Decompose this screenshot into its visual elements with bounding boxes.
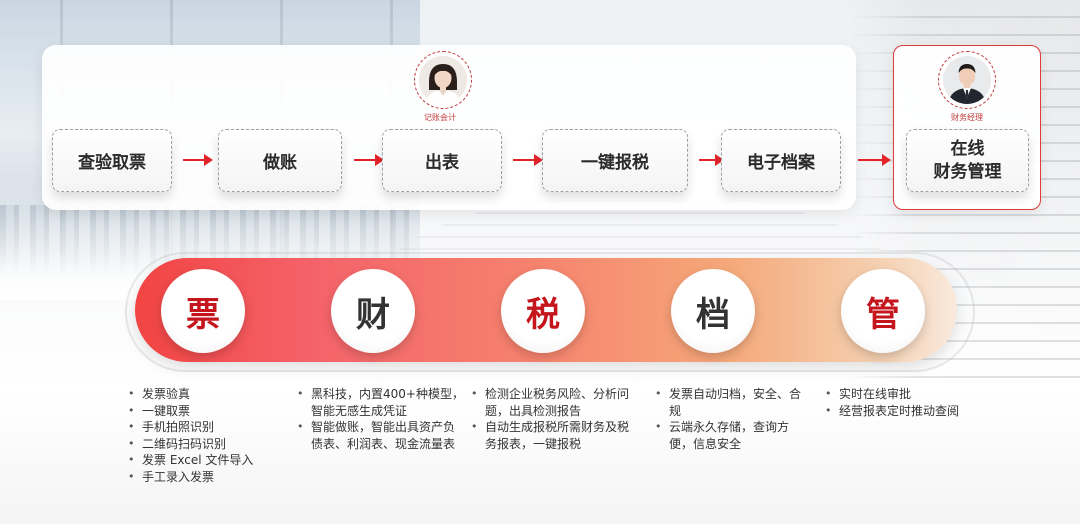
archive-feature-list: 发票自动归档，安全、合规 云端永久存储，查询方便，信息安全 bbox=[655, 386, 807, 452]
list-item: 发票 Excel 文件导入 bbox=[128, 452, 286, 469]
arrow-5 bbox=[858, 154, 891, 166]
tax-feature-list: 检测企业税务风险、分析问题，出具检测报告 自动生成报税所需财务及税务报表，一键报… bbox=[471, 386, 631, 452]
pillar-circle-tax: 税 bbox=[501, 269, 585, 353]
final-step-line2: 财务管理 bbox=[933, 161, 1002, 181]
invoice-feature-list: 发票验真 一键取票 手机拍照识别 二维码扫码识别 发票 Excel 文件导入 手… bbox=[128, 386, 286, 485]
list-item: 手机拍照识别 bbox=[128, 419, 286, 436]
step-one-click-tax[interactable]: 一键报税 bbox=[542, 129, 688, 192]
manager-avatar bbox=[938, 51, 996, 109]
manager-role-label: 财务经理 bbox=[951, 113, 983, 122]
list-item: 手工录入发票 bbox=[128, 469, 286, 486]
step-e-archive[interactable]: 电子档案 bbox=[721, 129, 841, 192]
step-reports[interactable]: 出表 bbox=[382, 129, 502, 192]
step-bookkeeping[interactable]: 做账 bbox=[218, 129, 342, 192]
arrow-1 bbox=[183, 154, 213, 166]
final-step-line1: 在线 bbox=[950, 138, 985, 158]
finance-feature-list: 黑科技，内置400+种模型，智能无感生成凭证 智能做账，智能出具资产负债表、利润… bbox=[297, 386, 465, 452]
list-item: 一键取票 bbox=[128, 403, 286, 420]
arrow-3 bbox=[513, 154, 543, 166]
list-item: 黑科技，内置400+种模型，智能无感生成凭证 bbox=[297, 386, 465, 419]
list-item: 智能做账，智能出具资产负债表、利润表、现金流量表 bbox=[297, 419, 465, 452]
pillar-circle-finance: 财 bbox=[331, 269, 415, 353]
pillar-circle-archive: 档 bbox=[671, 269, 755, 353]
list-item: 实时在线审批 bbox=[825, 386, 973, 403]
band-outline bbox=[125, 252, 975, 372]
list-item: 云端永久存储，查询方便，信息安全 bbox=[655, 419, 807, 452]
list-item: 检测企业税务风险、分析问题，出具检测报告 bbox=[471, 386, 631, 419]
accountant-role-label: 记账会计 bbox=[424, 113, 456, 122]
manage-feature-list: 实时在线审批 经营报表定时推动查阅 bbox=[825, 386, 973, 419]
step-verify-invoice[interactable]: 查验取票 bbox=[52, 129, 172, 192]
list-item: 发票自动归档，安全、合规 bbox=[655, 386, 807, 419]
male-manager-icon bbox=[943, 56, 991, 104]
female-accountant-icon bbox=[419, 56, 467, 104]
accountant-avatar bbox=[414, 51, 472, 109]
pillar-circle-invoice: 票 bbox=[161, 269, 245, 353]
pillar-circle-manage: 管 bbox=[841, 269, 925, 353]
list-item: 经营报表定时推动查阅 bbox=[825, 403, 973, 420]
arrow-2 bbox=[354, 154, 384, 166]
list-item: 二维码扫码识别 bbox=[128, 436, 286, 453]
arrow-4 bbox=[699, 154, 724, 166]
step-online-finance-management[interactable]: 在线 财务管理 bbox=[906, 129, 1029, 192]
list-item: 发票验真 bbox=[128, 386, 286, 403]
list-item: 自动生成报税所需财务及税务报表，一键报税 bbox=[471, 419, 631, 452]
